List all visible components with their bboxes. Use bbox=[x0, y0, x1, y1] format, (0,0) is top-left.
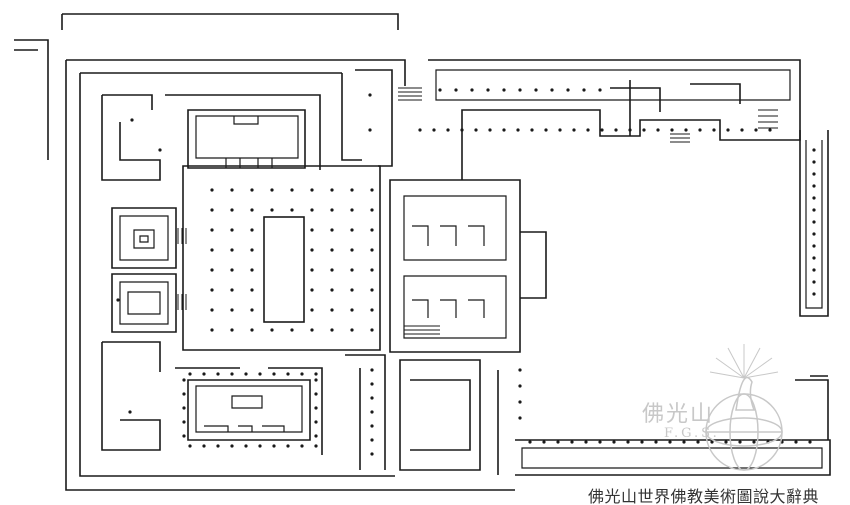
stair-west-lower bbox=[177, 294, 187, 310]
left-wall-fragment bbox=[14, 39, 49, 160]
north-gate-wall bbox=[341, 69, 393, 167]
east-hall-inner bbox=[403, 195, 507, 339]
outer-wall bbox=[65, 59, 515, 491]
south-corridor-inner bbox=[521, 447, 823, 469]
northeast-corridor-inner bbox=[435, 69, 791, 101]
inner-outer-wall bbox=[79, 72, 395, 477]
south-hall-outer bbox=[175, 367, 323, 455]
south-hall-inner bbox=[195, 385, 303, 433]
stair-northwest bbox=[398, 87, 422, 101]
north-hall-inner bbox=[195, 115, 299, 168]
northwest-block bbox=[101, 94, 321, 181]
southeast-block bbox=[399, 359, 481, 471]
sunburst-icon bbox=[709, 344, 779, 379]
west-courtyard-lower-inner bbox=[119, 281, 169, 325]
logo-chinese-text: 佛光山 bbox=[642, 402, 715, 427]
fgs-logo: 佛光山 F.G.S. bbox=[612, 338, 812, 478]
east-hall-porch bbox=[520, 231, 547, 299]
west-courtyard-upper-inner bbox=[119, 215, 169, 261]
west-courtyard-upper bbox=[111, 207, 177, 269]
east-corridor-inner bbox=[805, 140, 823, 309]
southeast-tower bbox=[795, 375, 829, 440]
south-corridor bbox=[497, 370, 831, 476]
stair-northeast bbox=[670, 109, 778, 143]
east-passage bbox=[345, 354, 386, 470]
east-hall-niches bbox=[412, 225, 485, 318]
east-hall bbox=[389, 179, 521, 353]
central-altar bbox=[263, 216, 305, 323]
column-markers bbox=[116, 88, 816, 456]
top-wall-fragment bbox=[61, 13, 399, 30]
southwest-block bbox=[101, 341, 161, 451]
northeast-cross-hall bbox=[610, 80, 741, 136]
south-hall bbox=[187, 379, 311, 441]
source-caption: 佛光山世界佛教美術圖說大辭典 bbox=[588, 487, 820, 505]
central-courtyard bbox=[182, 165, 381, 351]
stair-west-upper bbox=[177, 228, 187, 244]
northeast-corridor bbox=[428, 59, 801, 180]
logo-english-text: F.G.S. bbox=[664, 426, 720, 441]
west-courtyard-lower bbox=[111, 273, 177, 333]
globe-icon bbox=[705, 344, 783, 471]
stair-east-hall bbox=[404, 325, 440, 339]
torch-icon bbox=[735, 376, 756, 411]
north-hall bbox=[187, 109, 306, 169]
east-corridor bbox=[799, 130, 829, 317]
